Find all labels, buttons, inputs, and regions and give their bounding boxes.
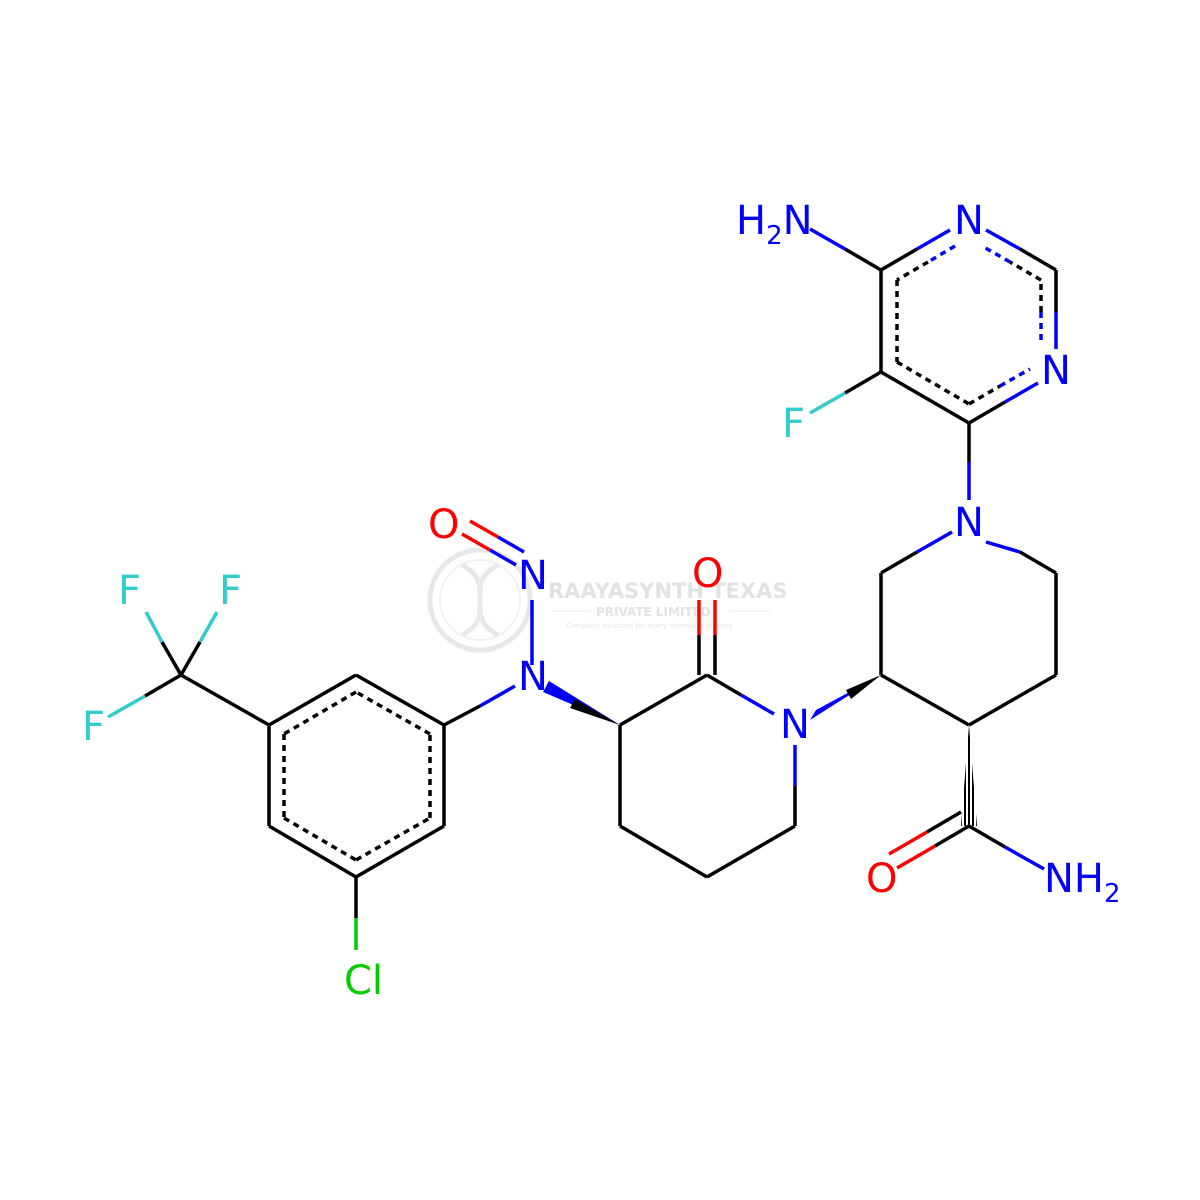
bond — [1009, 260, 1042, 282]
bond — [896, 360, 970, 406]
bond — [888, 830, 928, 856]
bond — [461, 532, 491, 552]
atom-label-f: F — [118, 568, 141, 614]
bond — [619, 824, 708, 879]
bond — [1019, 247, 1057, 272]
bond — [985, 540, 1021, 554]
atom-label-n: N — [518, 654, 548, 700]
stereo-bonds — [543, 675, 977, 826]
atom-label-n: N — [954, 500, 984, 546]
bond — [968, 384, 1001, 406]
atom-label-f: F — [82, 704, 105, 750]
atom-label-o: O — [866, 856, 897, 902]
atom-label-n: N — [780, 702, 810, 748]
atom-label-o: O — [428, 502, 459, 548]
bond — [160, 641, 183, 676]
wedge-bond — [846, 675, 881, 699]
atom-label-nh2: NH2 — [1044, 856, 1121, 909]
bond — [999, 367, 1031, 388]
bond — [180, 673, 270, 727]
bond — [479, 684, 516, 708]
atom-labels: H2N N N F N O NH2 N O N O N F F F Cl — [82, 198, 1121, 1004]
bond — [497, 535, 525, 554]
bond — [981, 244, 1011, 264]
bond — [844, 247, 882, 272]
bond — [844, 370, 882, 395]
hash-bond — [961, 725, 977, 826]
bond — [968, 673, 1057, 727]
bond — [985, 228, 1021, 251]
wedge-bond — [570, 699, 620, 725]
bond — [283, 816, 357, 862]
bond — [880, 673, 970, 727]
bond — [107, 694, 146, 719]
bond — [1004, 845, 1045, 871]
bond — [198, 611, 219, 643]
bond — [283, 690, 357, 736]
watermark: RAAYASYNTH TEXAS PRIVATE LIMITED Complet… — [427, 547, 787, 653]
atom-label-h2n: H2N — [736, 198, 813, 251]
watermark-logo — [427, 547, 533, 653]
bond — [916, 228, 951, 251]
bonds — [107, 227, 1058, 950]
bond — [489, 548, 517, 567]
bond — [896, 844, 936, 870]
bond — [1019, 550, 1057, 575]
bond — [927, 244, 956, 264]
atom-label-n: N — [1041, 348, 1071, 394]
bond — [144, 611, 164, 643]
bond — [916, 530, 953, 554]
bond — [926, 810, 962, 834]
bond — [880, 247, 918, 272]
bond — [144, 673, 182, 698]
atom-label-cl: Cl — [344, 958, 383, 1004]
atom-label-f: F — [219, 568, 242, 614]
bond — [706, 824, 796, 879]
atom-label-f: F — [782, 401, 805, 447]
atom-label-o: O — [692, 551, 723, 597]
bond — [179, 641, 202, 676]
atom-label-n: N — [954, 198, 984, 244]
bond — [880, 370, 970, 425]
bond — [355, 816, 431, 862]
bond — [268, 673, 357, 727]
bond — [706, 673, 742, 697]
bond — [355, 690, 431, 736]
bond — [443, 704, 481, 727]
bond — [880, 550, 918, 575]
watermark-tagline: Complete solutions for every chemistry j… — [566, 622, 733, 630]
bond — [355, 824, 445, 879]
bond — [619, 673, 708, 727]
bond — [268, 824, 357, 879]
watermark-subtitle: PRIVATE LIMITED — [596, 605, 711, 619]
bond — [1004, 381, 1039, 404]
bond — [809, 227, 846, 251]
bond — [809, 391, 846, 415]
bond — [968, 824, 1006, 849]
bond — [934, 824, 970, 848]
bond — [968, 400, 1006, 425]
bond — [740, 693, 775, 716]
atom-label-n: N — [518, 553, 548, 599]
bond — [469, 519, 499, 539]
bond — [896, 260, 929, 282]
bond — [355, 673, 445, 727]
watermark-title: RAAYASYNTH TEXAS — [548, 579, 787, 603]
